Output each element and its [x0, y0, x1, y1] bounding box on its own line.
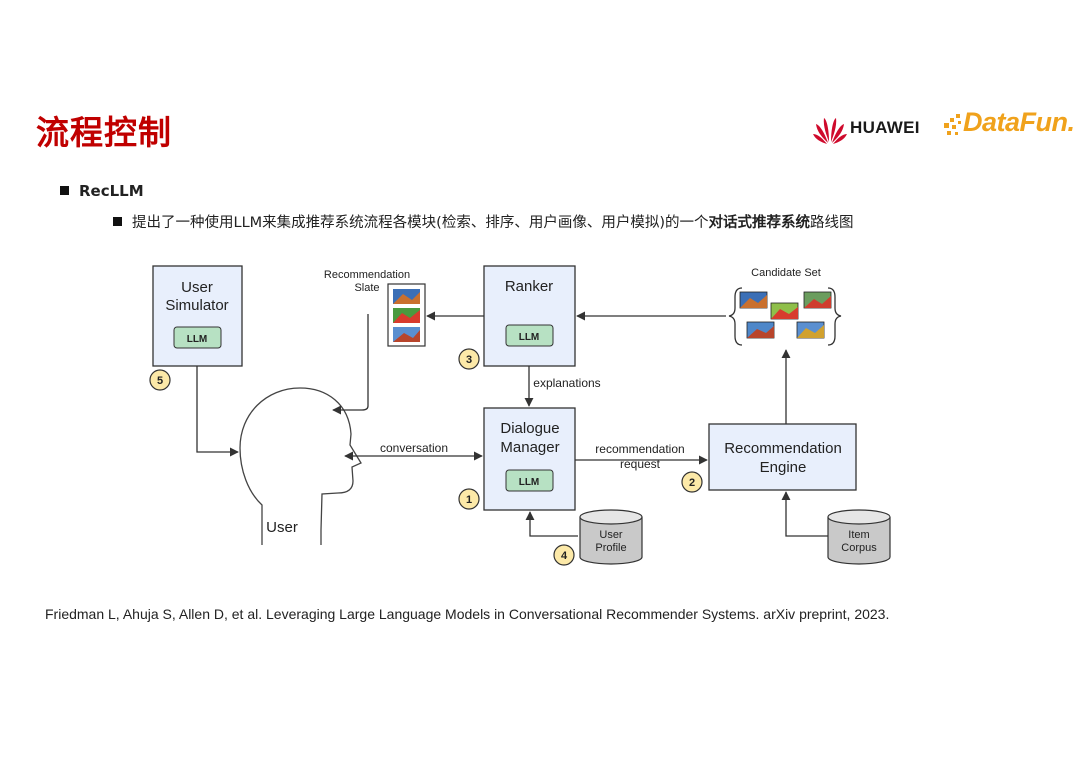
- logo-group: HUAWEI DataFun.: [812, 107, 1075, 148]
- bullet-level2-post: 路线图: [809, 215, 854, 231]
- user-profile-database-icon: User Profile: [579, 509, 643, 565]
- profile-to-dialogue-arrow: [525, 511, 578, 537]
- recommendation-request-label-1: recommendation: [595, 442, 684, 456]
- dialogue-manager-llm-label: LLM: [519, 477, 540, 488]
- recommendation-request-label-2: request: [620, 457, 661, 471]
- badge-1: 1: [458, 488, 480, 510]
- user-simulator-label-1: User: [181, 279, 213, 296]
- explanations-label: explanations: [533, 376, 600, 390]
- slate-to-user-arrow: [332, 314, 369, 415]
- user-simulator-box: User Simulator LLM: [152, 265, 243, 367]
- datafun-logo-text: DataFun.: [963, 107, 1075, 137]
- slate-thumbnail-icon: [393, 327, 420, 342]
- badge-5: 5: [149, 369, 171, 391]
- right-brace-icon: [827, 287, 842, 346]
- page-title: 流程控制: [36, 113, 172, 152]
- user-simulator-llm-label: LLM: [187, 334, 208, 345]
- ranker-llm-label: LLM: [519, 332, 540, 343]
- user-profile-label-1: User: [599, 529, 623, 541]
- item-corpus-label-2: Corpus: [841, 542, 877, 554]
- slate-thumbnail-icon: [393, 308, 420, 323]
- badge-2-label: 2: [689, 477, 695, 489]
- bullet-level2: 提出了一种使用LLM来集成推荐系统流程各模块(检索、排序、用户画像、用户模拟)的…: [113, 211, 853, 232]
- badge-1-label: 1: [466, 494, 472, 506]
- item-corpus-database-icon: Item Corpus: [827, 509, 891, 565]
- huawei-logo-text: HUAWEI: [850, 118, 920, 137]
- user-label: User: [266, 519, 298, 536]
- recommendation-slate-label-2: Slate: [354, 282, 379, 294]
- item-corpus-label-1: Item: [848, 529, 869, 541]
- citation: Friedman L, Ahuja S, Allen D, et al. Lev…: [45, 606, 890, 622]
- dialogue-manager-label-1: Dialogue: [500, 420, 559, 437]
- recommendation-slate: Recommendation Slate: [324, 269, 426, 347]
- bullet-level2-bold: 对话式推荐系统: [708, 215, 810, 231]
- bullet-level1: RecLLM: [60, 182, 144, 200]
- dialogue-manager-label-2: Manager: [500, 439, 559, 456]
- candidate-thumbnail-icon: [746, 321, 775, 339]
- dialogue-manager-box: Dialogue Manager LLM: [483, 407, 576, 511]
- recommendation-engine-box: Recommendation Engine: [708, 423, 857, 491]
- badge-3-label: 3: [466, 354, 472, 366]
- recommendation-engine-label-1: Recommendation: [724, 440, 842, 457]
- huawei-logo-icon: [813, 118, 847, 144]
- ranker-label: Ranker: [505, 278, 553, 295]
- candidate-thumbnail-icon: [796, 321, 825, 339]
- user-head-icon: [239, 387, 362, 545]
- user-simulator-label-2: Simulator: [165, 297, 228, 314]
- datafun-dots-icon: [944, 114, 961, 135]
- badge-4-label: 4: [561, 550, 568, 562]
- recommendation-engine-label-2: Engine: [760, 459, 807, 476]
- candidate-set-label: Candidate Set: [751, 267, 821, 279]
- slate-thumbnail-icon: [393, 289, 420, 304]
- simulator-to-user-arrow: [196, 366, 239, 457]
- corpus-to-engine-arrow: [781, 491, 828, 537]
- recommendation-slate-label-1: Recommendation: [324, 269, 410, 281]
- candidate-thumbnail-icon: [739, 291, 768, 309]
- badge-3: 3: [458, 348, 480, 370]
- candidate-thumbnail-icon: [803, 291, 832, 309]
- badge-2: 2: [681, 471, 703, 493]
- badge-4: 4: [553, 544, 575, 566]
- candidate-thumbnail-icon: [770, 302, 799, 320]
- ranker-box: Ranker LLM: [483, 265, 576, 367]
- user-profile-label-2: Profile: [595, 542, 626, 554]
- badge-5-label: 5: [157, 375, 163, 387]
- bullet-level1-text: RecLLM: [79, 182, 144, 200]
- bullet-square-icon: [113, 217, 122, 226]
- left-brace-icon: [728, 287, 743, 346]
- candidate-set: Candidate Set: [728, 267, 842, 346]
- conversation-label: conversation: [380, 441, 448, 455]
- bullet-level2-pre: 提出了一种使用LLM来集成推荐系统流程各模块(检索、排序、用户画像、用户模拟)的…: [132, 215, 709, 231]
- bullet-square-icon: [60, 186, 69, 195]
